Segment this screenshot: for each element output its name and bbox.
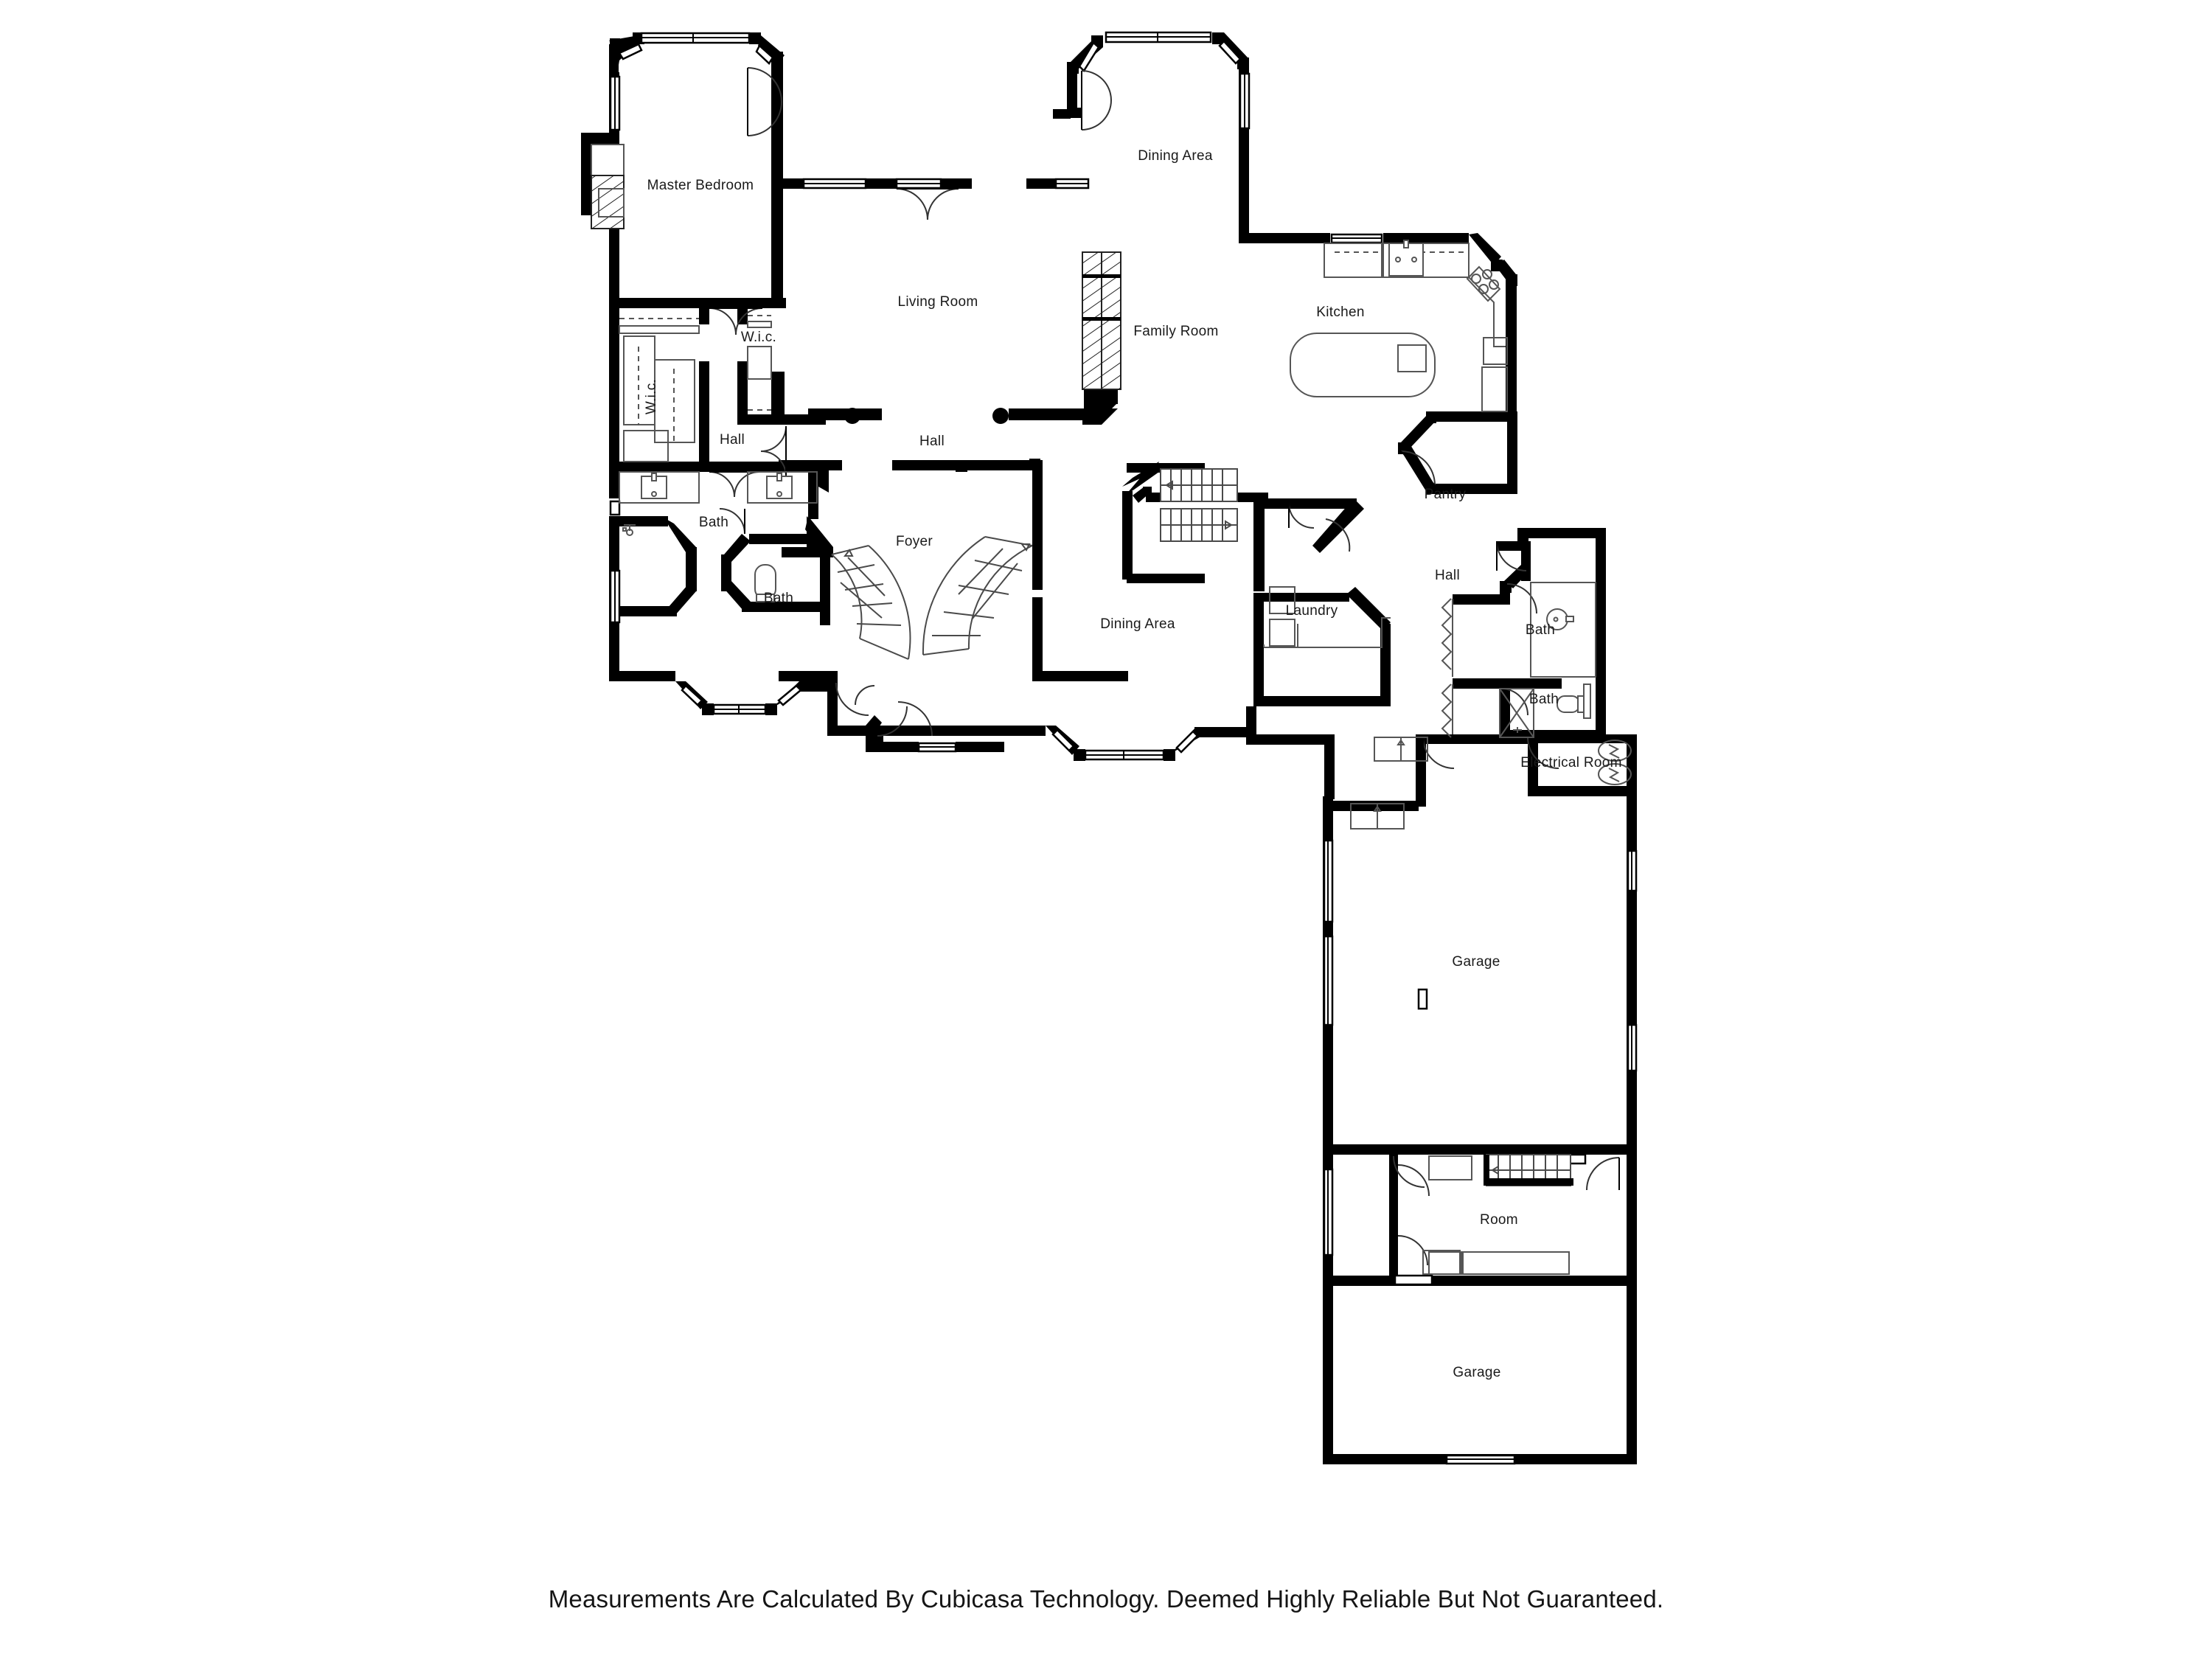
room-label-bath-foyer: Bath	[764, 591, 793, 606]
room-label-dining-area-low: Dining Area	[1100, 616, 1175, 632]
room-label-wic-upper: W.i.c.	[741, 330, 776, 345]
room-label-room: Room	[1480, 1212, 1518, 1228]
room-label-family-room: Family Room	[1133, 324, 1218, 339]
stair-foyer-left	[831, 545, 911, 660]
room-label-hall-center: Hall	[919, 434, 945, 449]
room-label-electrical-room: Electrical Room	[1520, 755, 1622, 771]
room-label-master-bedroom: Master Bedroom	[647, 178, 754, 193]
room-label-garage-upper: Garage	[1452, 954, 1500, 970]
room-label-hall-left: Hall	[720, 432, 745, 448]
room-label-hall-right: Hall	[1435, 568, 1460, 583]
room-label-pantry: Pantry	[1425, 487, 1467, 502]
column-left	[844, 408, 860, 424]
room-label-foyer: Foyer	[896, 534, 933, 549]
room-label-laundry: Laundry	[1286, 603, 1338, 619]
stair-foyer-right	[922, 536, 1033, 655]
room-label-kitchen: Kitchen	[1316, 305, 1364, 320]
room-label-bath-right-upper: Bath	[1526, 622, 1555, 638]
fixture-layer	[591, 144, 1632, 1275]
stair-layer	[831, 468, 1573, 1186]
room-label-dining-area-top: Dining Area	[1138, 148, 1213, 164]
room-label-layer: Master Bedroom Dining Area Living Room F…	[644, 148, 1622, 1380]
room-label-living-room: Living Room	[898, 294, 978, 310]
stair-center	[1160, 468, 1238, 542]
stair-room	[1484, 1154, 1573, 1186]
column-right	[992, 408, 1009, 424]
room-label-wic-left: W.i.c.	[644, 379, 659, 414]
room-label-garage-lower: Garage	[1453, 1365, 1500, 1380]
disclaimer-text: Measurements Are Calculated By Cubicasa …	[548, 1585, 1664, 1613]
room-label-bath-master: Bath	[699, 515, 728, 530]
room-label-bath-right-lower: Bath	[1529, 692, 1559, 707]
